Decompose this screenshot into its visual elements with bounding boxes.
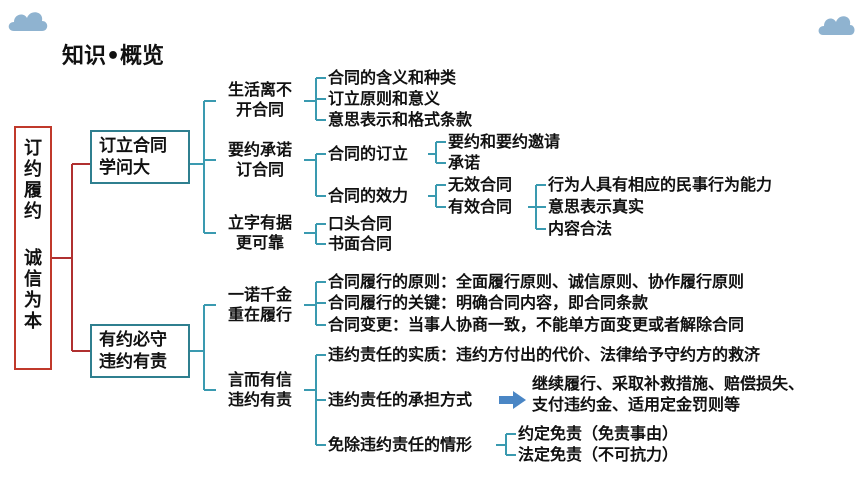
leaf: 合同变更：当事人协商一致，不能单方面变更或者解除合同 xyxy=(328,315,745,334)
right-arrow-icon xyxy=(499,391,526,409)
level1-line2: 违约有责 xyxy=(99,352,167,372)
level2-line2: 订合同 xyxy=(235,160,284,179)
cloud-icon-left xyxy=(8,12,48,31)
leaf: 合同履行的关键：明确合同内容，即合同条款 xyxy=(328,293,649,312)
leaf: 内容合法 xyxy=(548,219,613,238)
root-line1: 订约履约 xyxy=(24,138,42,222)
level1-line1: 有约必守 xyxy=(99,330,167,350)
leaf: 支付违约金、适用定金罚则等 xyxy=(532,395,741,414)
level2-node: 一诺千金 重在履行 xyxy=(218,285,302,325)
leaf: 书面合同 xyxy=(328,234,393,253)
leaf: 法定免责（不可抗力） xyxy=(518,445,679,464)
leaf: 约定免责（免责事由） xyxy=(518,424,679,443)
level2-line2: 重在履行 xyxy=(227,305,292,324)
leaf: 合同的含义和种类 xyxy=(328,68,457,87)
leaf: 要约和要约邀请 xyxy=(448,132,561,151)
level2-node: 要约承诺 订合同 xyxy=(218,140,302,180)
page-title: 知识•概览 xyxy=(62,44,165,69)
level2-node: 言而有信 违约有责 xyxy=(218,370,302,410)
leaf: 订立原则和意义 xyxy=(328,89,441,108)
leaf: 意思表示和格式条款 xyxy=(328,110,473,129)
level2-node: 生活离不 开合同 xyxy=(218,80,302,120)
level2-line2: 违约有责 xyxy=(227,390,292,409)
leaf: 违约责任的实质：违约方付出的代价、法律给予守约方的救济 xyxy=(328,345,761,364)
root-line2: 诚信为本 xyxy=(24,248,42,332)
level2-line1: 立字有据 xyxy=(227,213,292,232)
level2-node: 立字有据 更可靠 xyxy=(218,213,302,253)
leaf: 行为人具有相应的民事行为能力 xyxy=(548,175,773,194)
root-node: 订约履约 诚信为本 xyxy=(14,126,52,370)
level2-line1: 生活离不 xyxy=(227,80,292,99)
leaf: 合同的订立 xyxy=(328,144,409,163)
leaf: 继续履行、采取补救措施、赔偿损失、 xyxy=(532,374,805,393)
leaf: 合同的效力 xyxy=(328,186,409,205)
level2-line1: 言而有信 xyxy=(227,370,292,389)
leaf: 有效合同 xyxy=(448,197,513,216)
leaf: 免除违约责任的情形 xyxy=(328,435,473,454)
level1-line1: 订立合同 xyxy=(99,136,167,156)
level2-line1: 一诺千金 xyxy=(227,285,292,304)
leaf: 违约责任的承担方式 xyxy=(328,390,473,409)
level2-line1: 要约承诺 xyxy=(227,140,292,159)
cloud-icon-right xyxy=(818,16,855,35)
level1-node-contract-formation: 订立合同 学问大 xyxy=(90,130,190,184)
leaf: 口头合同 xyxy=(328,214,393,233)
level2-line2: 开合同 xyxy=(235,100,284,119)
leaf: 意思表示真实 xyxy=(548,197,645,216)
level1-line2: 学问大 xyxy=(99,158,150,178)
leaf: 承诺 xyxy=(448,153,481,172)
leaf: 合同履行的原则：全面履行原则、诚信原则、协作履行原则 xyxy=(328,272,745,291)
leaf: 无效合同 xyxy=(448,175,513,194)
level1-node-keep-promise: 有约必守 违约有责 xyxy=(90,324,190,378)
level2-line2: 更可靠 xyxy=(235,233,284,252)
